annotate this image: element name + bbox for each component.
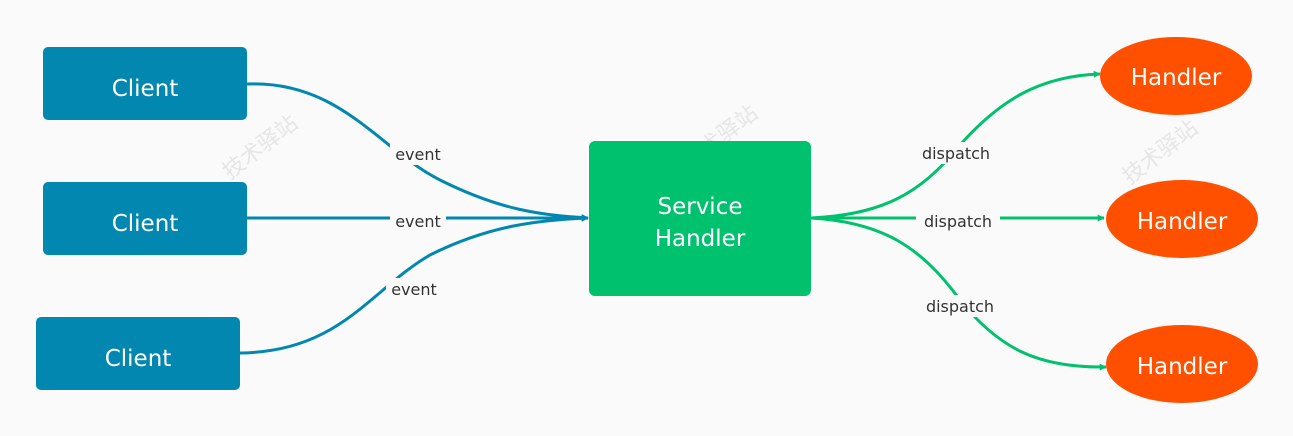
dispatch-label-3: dispatch [918,295,1002,317]
client-label: Client [105,346,172,372]
handler-label: Handler [1131,65,1222,91]
event-label-text: event [395,212,441,231]
event-edge-3 [239,214,589,355]
dispatch-edge-3 [810,216,1107,371]
event-edge-1 [246,82,589,222]
client-node-2[interactable]: Client [43,182,247,255]
watermark-text: 技术驿站 [218,111,303,185]
event-label-3: event [386,278,442,300]
handler-label: Handler [1137,209,1228,235]
dispatch-label-1: dispatch [914,142,998,164]
client-node-3[interactable]: Client [36,317,240,390]
event-label-2: event [390,210,446,232]
handler-node-1[interactable]: Handler [1100,37,1252,115]
handler-node-2[interactable]: Handler [1106,180,1258,258]
event-label-1: event [390,143,446,165]
handler-node-3[interactable]: Handler [1106,325,1258,403]
edge-labels: event event event dispatch dispatch disp… [386,142,1002,317]
dispatch-label-text: dispatch [926,297,994,316]
service-handler-line2: Handler [655,226,746,252]
event-label-text: event [391,280,437,299]
client-label: Client [112,211,179,237]
dispatch-label-2: dispatch [916,210,1000,232]
event-label-text: event [395,145,441,164]
service-handler-line1: Service [657,194,742,220]
service-handler-node[interactable]: Service Handler [589,141,811,296]
dispatch-label-text: dispatch [922,144,990,163]
watermark-text: 技术驿站 [1118,116,1203,190]
handler-label: Handler [1137,354,1228,380]
client-node-1[interactable]: Client [43,47,247,120]
dispatch-label-text: dispatch [924,212,992,231]
client-label: Client [112,76,179,102]
